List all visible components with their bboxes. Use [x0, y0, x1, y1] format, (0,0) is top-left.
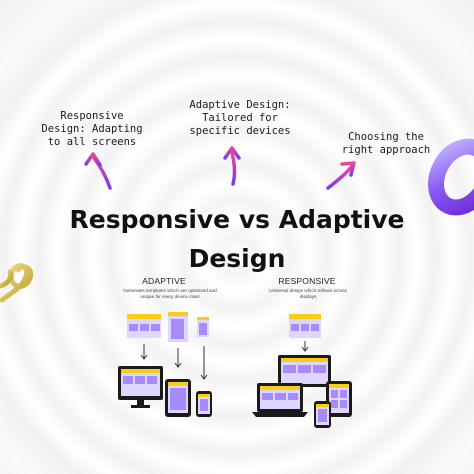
responsive-monitor	[278, 355, 331, 387]
adaptive-mobile-template	[197, 317, 209, 337]
responsive-tablet	[326, 381, 352, 417]
page-title: Responsive vs Adaptive	[69, 205, 405, 234]
adaptive-phone	[196, 391, 212, 417]
adaptive-description: Generates templates which are optimized …	[123, 288, 217, 299]
responsive-description: Universal design which reflows across di…	[269, 288, 347, 299]
purple-ring-icon	[428, 138, 474, 216]
gold-spring-icon	[0, 263, 34, 303]
responsive-phone	[314, 401, 331, 428]
responsive-template	[289, 314, 321, 338]
responsive-down-arrow	[301, 341, 309, 352]
adaptive-desktop-template	[127, 314, 161, 338]
adaptive-down-arrows	[140, 344, 208, 380]
adaptive-label: ADAPTIVE	[142, 276, 186, 286]
note-responsive: Responsive Design: Adapting to all scree…	[41, 110, 143, 148]
arrow-to-adaptive-icon	[223, 146, 241, 186]
arrow-to-responsive-icon	[84, 152, 112, 190]
responsive-laptop	[252, 383, 308, 417]
page-title-line2: Design	[188, 244, 286, 273]
responsive-label: RESPONSIVE	[278, 276, 336, 286]
adaptive-tablet	[165, 379, 191, 417]
adaptive-monitor	[118, 366, 163, 408]
arrow-to-choosing-icon	[326, 161, 356, 190]
note-choosing: Choosing the right approach	[341, 131, 431, 156]
adaptive-tablet-template	[168, 312, 188, 342]
note-adaptive: Adaptive Design: Tailored for specific d…	[189, 99, 291, 137]
